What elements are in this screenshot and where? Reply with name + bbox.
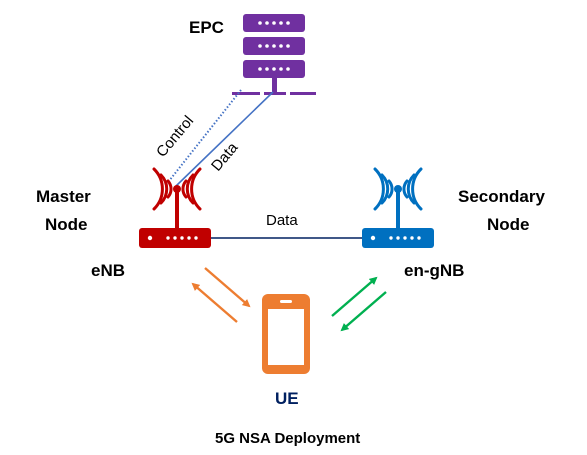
en-gnb-label: en-gNB (404, 261, 464, 280)
epc-data-link-line (175, 91, 274, 187)
ue-enb-uplink-arrow (204, 267, 251, 308)
diagram-title: 5G NSA Deployment (215, 430, 360, 447)
enb-router-icon (152, 167, 202, 211)
control-link-line (164, 89, 242, 187)
master-node-label-line1: Master (36, 187, 91, 206)
gnb-router-icon (373, 167, 423, 211)
secondary-node-label-line1: Secondary (458, 187, 545, 206)
enb-label: eNB (91, 261, 125, 280)
ue-label: UE (275, 389, 299, 408)
epc-label: EPC (189, 18, 224, 37)
epc-data-link-label: Data (208, 139, 242, 175)
ue-enb-downlink-arrow (191, 282, 238, 323)
secondary-node-label-line2: Node (487, 215, 530, 234)
master-node-label-line2: Node (45, 215, 88, 234)
enb-gnb-data-link-label: Data (266, 212, 298, 229)
ue-gnb-downlink-arrow (340, 291, 387, 332)
epc-server-icon (232, 14, 316, 95)
ue-phone-icon (262, 294, 310, 374)
ue-gnb-uplink-arrow (331, 276, 378, 317)
enb-router-body (139, 185, 211, 248)
gnb-router-body (362, 185, 434, 248)
